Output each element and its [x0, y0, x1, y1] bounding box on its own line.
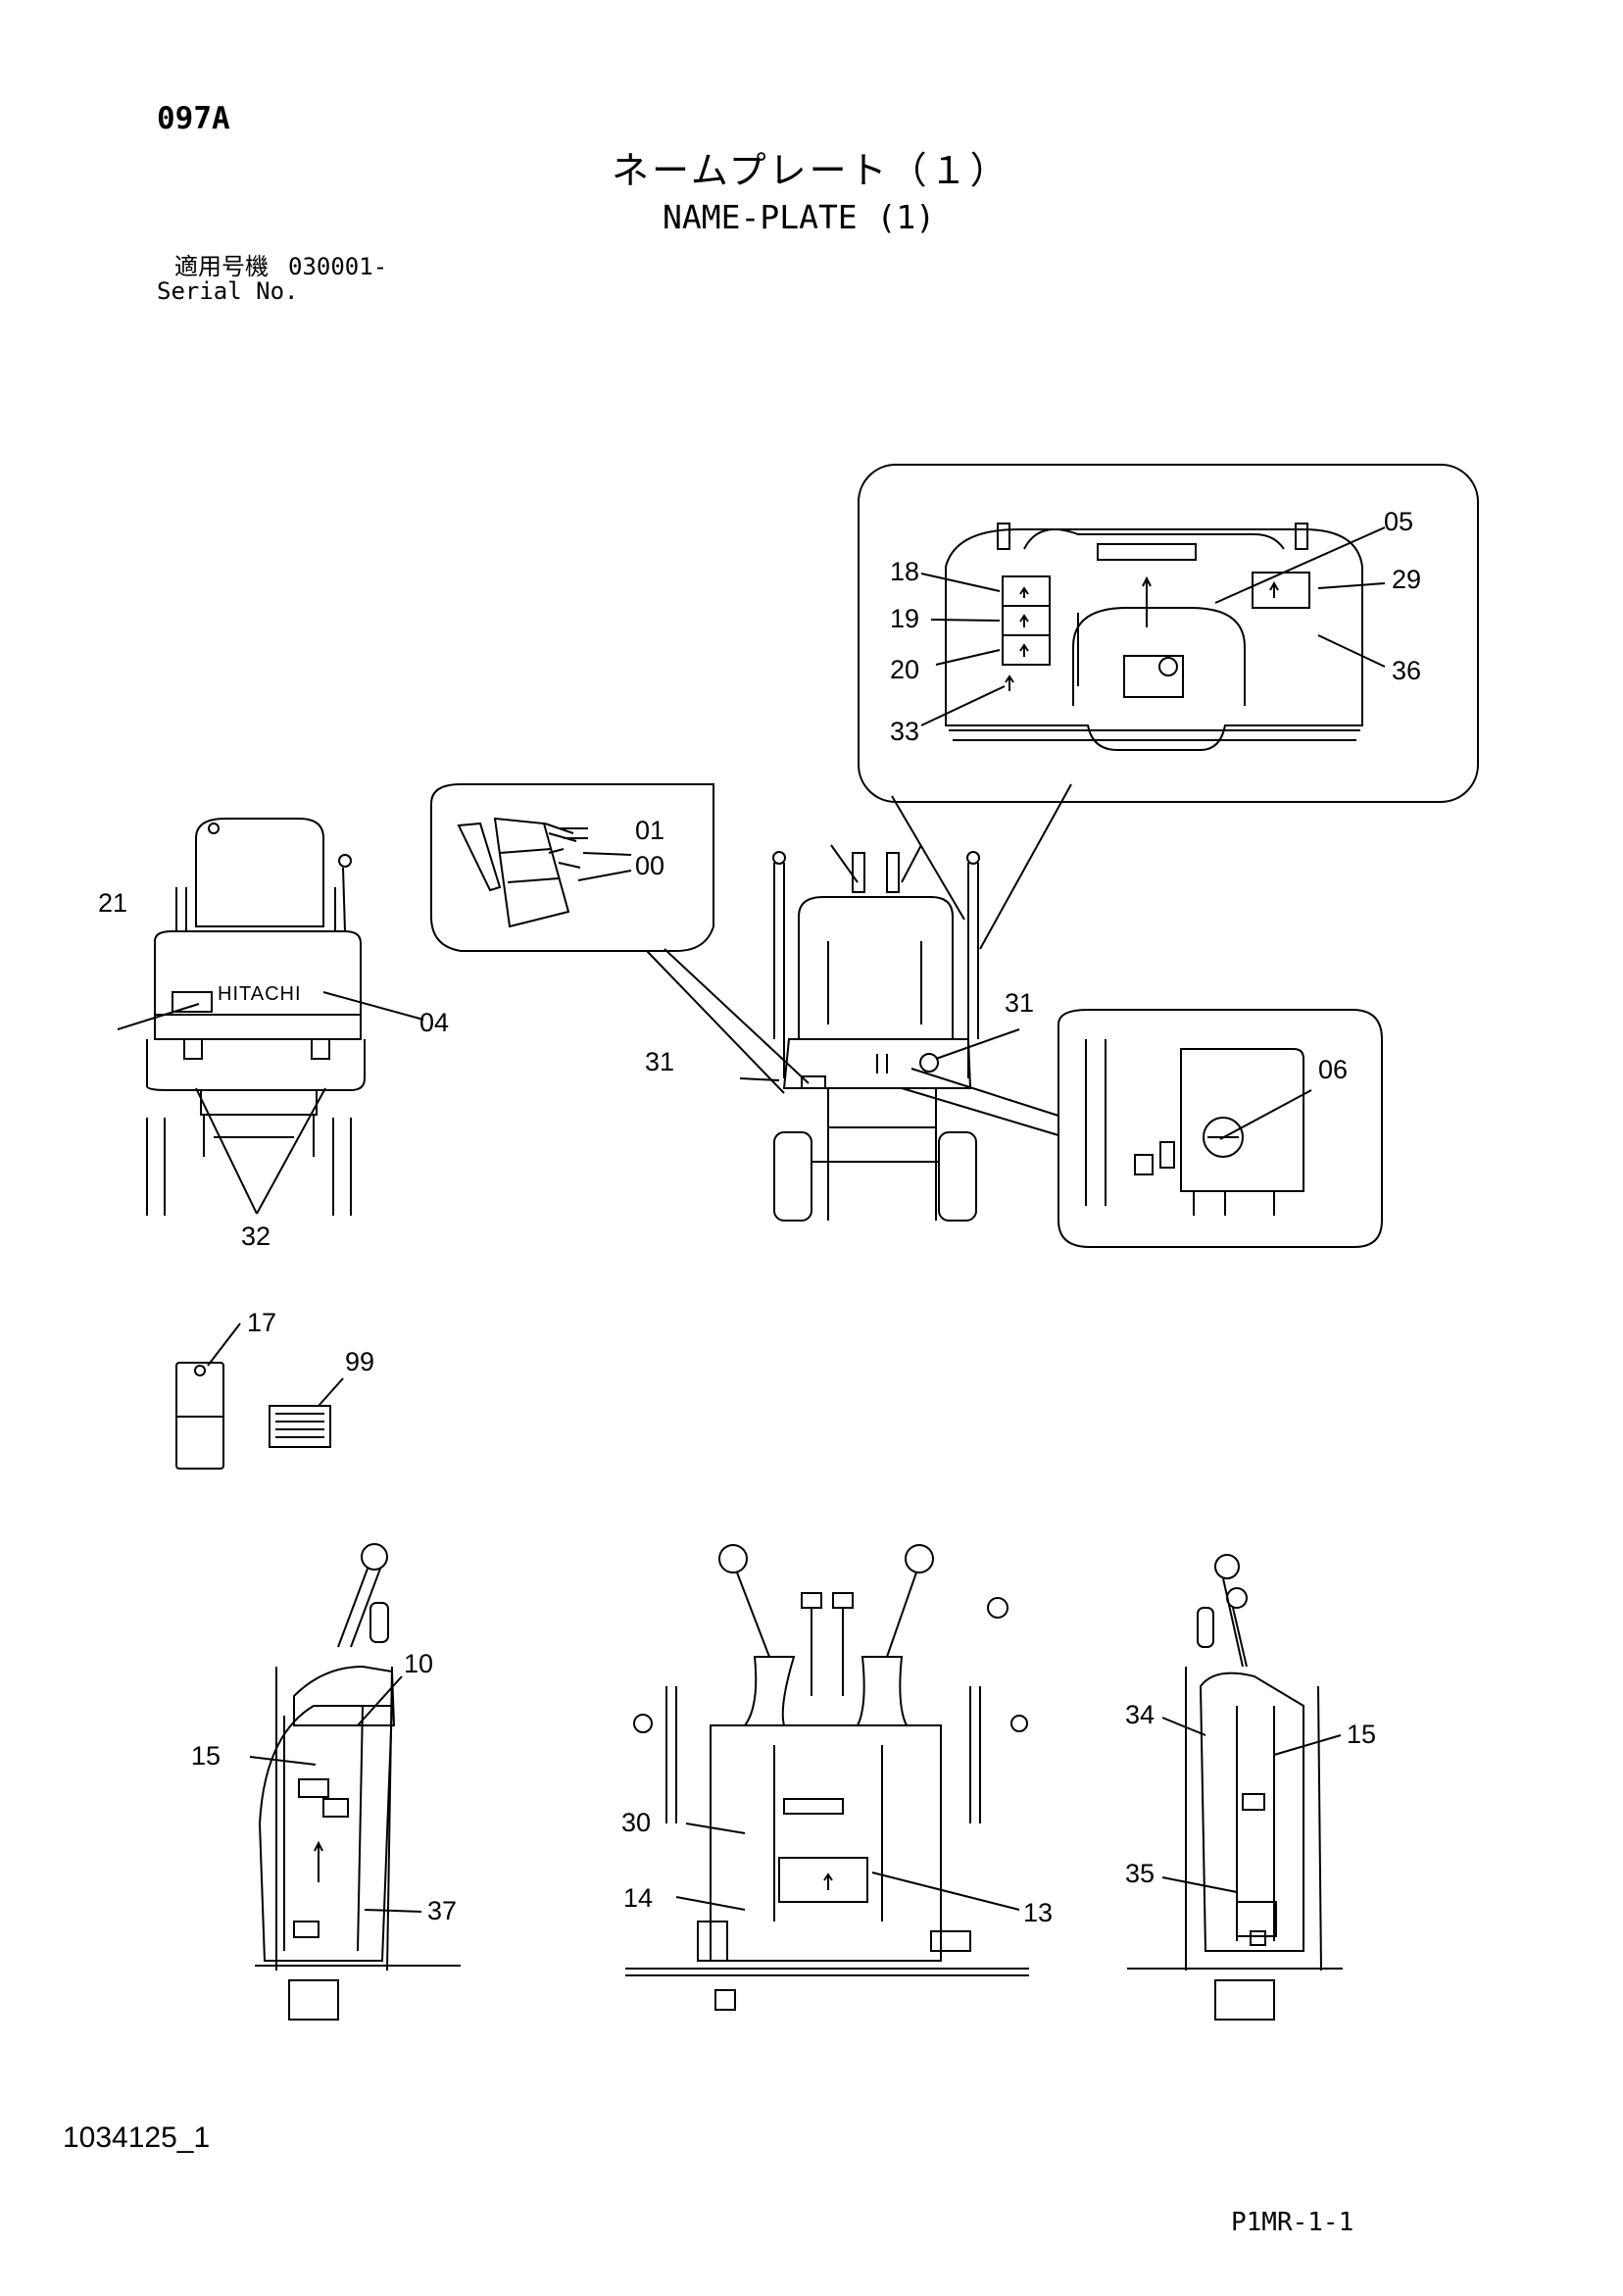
callout-06: 06 [1318, 1055, 1348, 1084]
callout-32: 32 [241, 1222, 270, 1251]
machine-brand-label: HITACHI [218, 983, 302, 1005]
callout-30: 30 [621, 1808, 651, 1837]
page-title-japanese: ネームプレート（１） [612, 149, 1010, 192]
left-console-view: 10 15 37 [191, 1543, 461, 2021]
callout-36: 36 [1392, 656, 1421, 685]
callout-31-right: 31 [1005, 988, 1034, 1018]
serial-number: 030001- [288, 253, 388, 280]
callout-15-right: 15 [1347, 1720, 1376, 1749]
callout-15-left: 15 [191, 1741, 221, 1771]
detail-panel-small: 01 00 [430, 783, 714, 952]
callout-00: 00 [635, 851, 664, 880]
callout-21: 21 [98, 888, 127, 918]
detail-leader [901, 1087, 1059, 1136]
serial-label-english: Serial No. [157, 277, 299, 305]
callout-13: 13 [1023, 1898, 1053, 1927]
detail-leader [979, 783, 1072, 950]
callout-33: 33 [890, 717, 919, 746]
callout-17: 17 [247, 1308, 276, 1337]
detail-leader [646, 950, 785, 1094]
callout-35: 35 [1125, 1859, 1155, 1888]
loose-parts: 17 99 [175, 1308, 374, 1470]
serial-label-japanese: 適用号機 [174, 253, 269, 280]
rear-view: HITACHI 21 04 32 [98, 818, 449, 1251]
callout-31-left: 31 [645, 1047, 674, 1076]
callout-19: 19 [890, 604, 919, 633]
callout-37: 37 [427, 1896, 457, 1925]
callout-01: 01 [635, 816, 664, 845]
detail-panel-top: 18 19 20 33 05 29 36 [858, 464, 1479, 803]
callout-20: 20 [890, 655, 919, 684]
console-front-view: 30 14 13 [621, 1544, 1053, 2011]
document-id: 1034125_1 [63, 2121, 211, 2154]
callout-29: 29 [1392, 565, 1421, 594]
callout-05: 05 [1384, 507, 1413, 536]
callout-10: 10 [404, 1649, 433, 1678]
page-title-english: NAME-PLATE (1) [663, 198, 936, 236]
callout-04: 04 [419, 1008, 449, 1037]
callout-34: 34 [1125, 1700, 1155, 1729]
front-view: 31 31 [645, 844, 1034, 1222]
detail-leader [891, 795, 965, 921]
detail-leader [910, 1068, 1059, 1117]
right-console-view: 34 15 35 [1125, 1554, 1376, 2021]
callout-18: 18 [890, 557, 919, 586]
page-reference: P1MR-1-1 [1231, 2208, 1354, 2237]
page-code: 097A [157, 101, 230, 136]
detail-panel-right: 06 [1057, 1009, 1383, 1248]
callout-99: 99 [345, 1347, 374, 1376]
callout-14: 14 [623, 1883, 653, 1913]
